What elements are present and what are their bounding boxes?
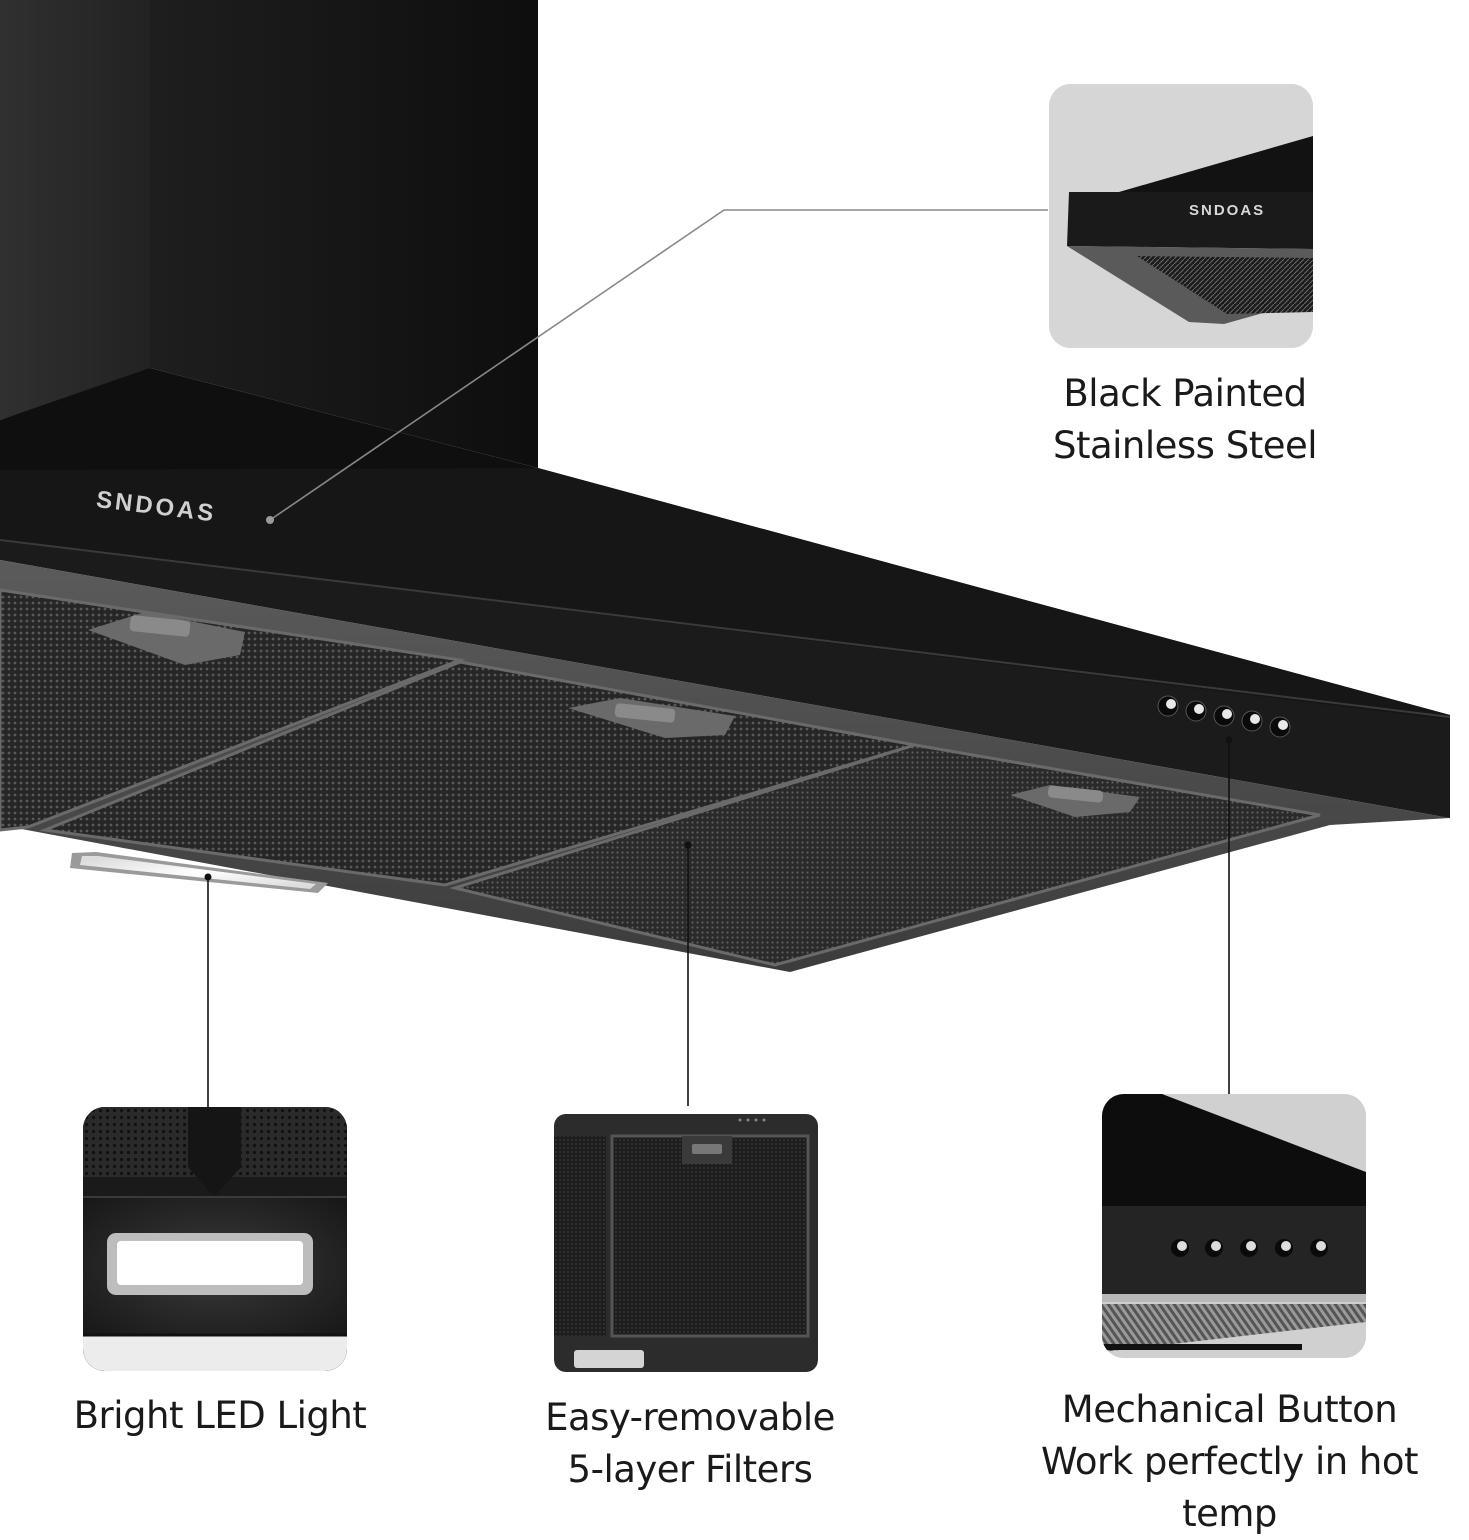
- feature-label-led: Bright LED Light: [50, 1390, 390, 1442]
- feature-card-buttons: [1102, 1094, 1366, 1358]
- feature-label-buttons: Mechanical Button Work perfectly in hot …: [990, 1384, 1469, 1540]
- feature-card-led: [83, 1107, 347, 1371]
- button-subtitle: Work perfectly in hot temp: [1040, 1440, 1419, 1535]
- button-title: Mechanical Button: [1061, 1388, 1398, 1431]
- button-row: [1171, 1239, 1328, 1257]
- filter-subtitle: 5-layer Filters: [567, 1448, 813, 1491]
- feature-card-filter: [554, 1110, 818, 1374]
- steel-subtitle: Stainless Steel: [1052, 424, 1318, 467]
- led-light-image: [83, 1107, 347, 1371]
- feature-label-filter: Easy-removable 5-layer Filters: [510, 1392, 870, 1496]
- range-hood-illustration: [0, 0, 1451, 1107]
- chimney-side: [0, 0, 150, 420]
- filter-image: [554, 1114, 818, 1372]
- steel-title: Black Painted: [1063, 372, 1307, 415]
- steel-card-brand: SNDOAS: [1189, 202, 1266, 219]
- steel-finish-image: [1049, 84, 1313, 348]
- feature-label-steel: Black Painted Stainless Steel: [1030, 368, 1340, 472]
- feature-card-steel: SNDOAS: [1049, 84, 1313, 348]
- filter-panel-1: [0, 588, 466, 832]
- led-title: Bright LED Light: [73, 1394, 367, 1437]
- leader-lines: [207, 209, 1230, 1107]
- mechanical-button-image: [1102, 1094, 1366, 1358]
- filter-title: Easy-removable: [545, 1396, 835, 1439]
- chimney-front: [150, 0, 538, 468]
- control-buttons: [1157, 695, 1291, 738]
